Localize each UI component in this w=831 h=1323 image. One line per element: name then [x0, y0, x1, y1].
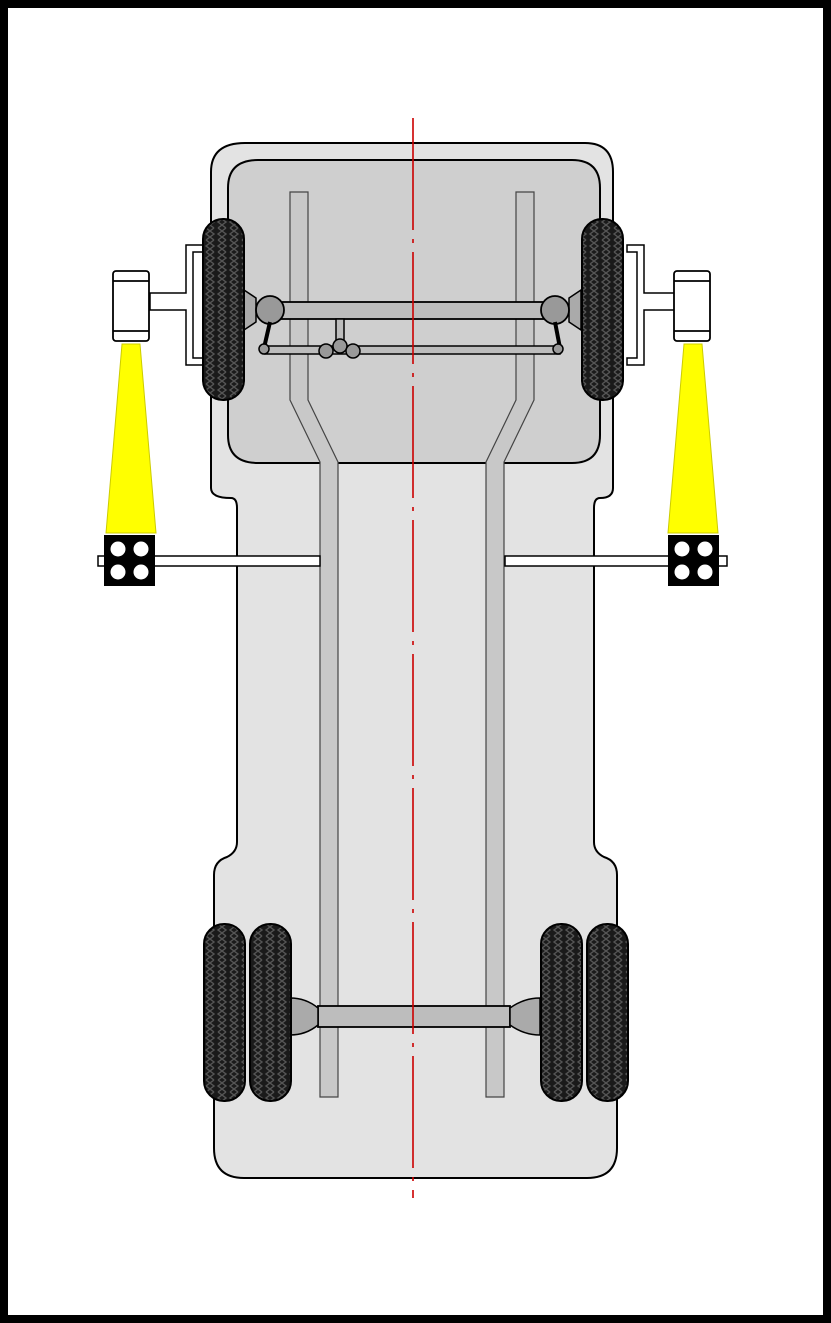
right-target-plate	[668, 535, 719, 586]
left-light-beam	[105, 343, 157, 534]
rear-dual-tires-left	[203, 923, 292, 1102]
left-alignment-sensor-head	[112, 270, 150, 342]
sensor-mount-brackets	[149, 244, 681, 366]
target-mount-bar	[97, 555, 728, 567]
right-light-beam	[667, 343, 719, 534]
front-left-tire	[202, 218, 245, 401]
rear-dual-tires-right	[540, 923, 629, 1102]
chassis-frame-rails	[289, 191, 535, 1098]
rear-axle	[289, 997, 541, 1036]
front-right-tire	[581, 218, 624, 401]
right-alignment-sensor-head	[673, 270, 711, 342]
left-target-plate	[104, 535, 155, 586]
